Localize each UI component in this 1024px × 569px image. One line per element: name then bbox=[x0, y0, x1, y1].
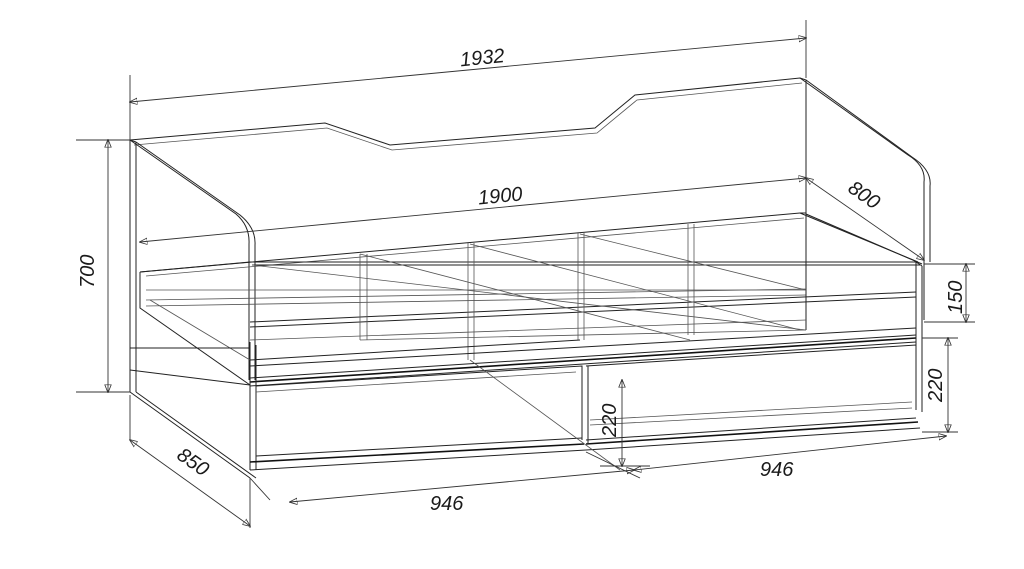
dimension-inner-depth: 800 bbox=[806, 177, 924, 260]
dim-label-946-right: 946 bbox=[760, 459, 794, 481]
dim-label-1932: 1932 bbox=[459, 45, 505, 71]
dimension-overall-height: 700 bbox=[76, 140, 130, 392]
dimension-frame-height: 150 bbox=[924, 264, 975, 322]
dimension-overall-depth: 850 bbox=[130, 395, 250, 528]
dim-label-700: 700 bbox=[77, 255, 99, 288]
dimension-overall-length: 1932 bbox=[130, 20, 806, 140]
dimension-inner-length: 1900 bbox=[140, 178, 806, 242]
dimension-drawer-height-front: 220 bbox=[599, 380, 650, 466]
drawer-left bbox=[249, 365, 587, 471]
lower-front-rail bbox=[129, 320, 923, 470]
left-side-panel bbox=[129, 139, 257, 479]
dimension-drawer-height-side: 220 bbox=[922, 338, 958, 432]
dim-label-150: 150 bbox=[945, 281, 967, 314]
dimension-drawer-width-right: 946 bbox=[634, 436, 946, 481]
dim-label-1900: 1900 bbox=[477, 183, 523, 209]
dim-label-946-left: 946 bbox=[430, 493, 464, 515]
dim-label-220-side: 220 bbox=[925, 369, 947, 403]
dim-label-220-front: 220 bbox=[599, 404, 621, 438]
dimension-drawer-width-left: 946 bbox=[249, 451, 641, 515]
